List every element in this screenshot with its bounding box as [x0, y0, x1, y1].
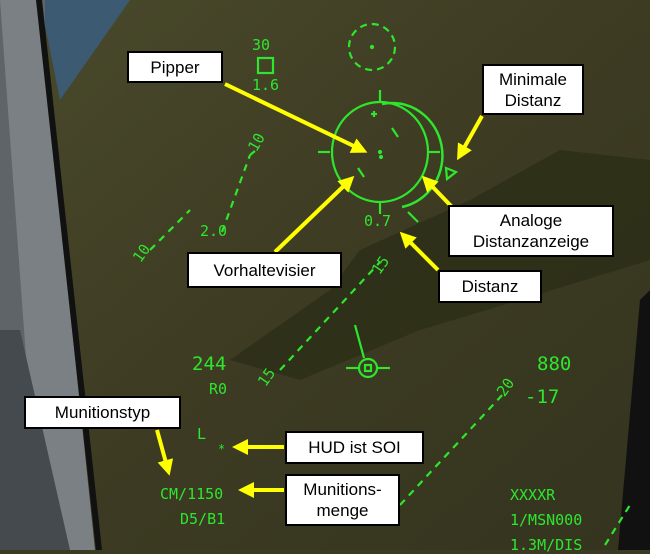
annotation-lead-sight: Vorhaltevisier [187, 252, 342, 288]
pipper-arrow [224, 82, 368, 153]
weapon-sub-readout: D5/B1 [180, 510, 226, 528]
analog-distance-marker [407, 211, 419, 223]
pitch-ladder-10-right [220, 150, 256, 233]
pitch-ladder-10-left [149, 209, 191, 251]
bank-value: 30 [252, 36, 271, 54]
lead-sight-arrow [273, 175, 355, 254]
canopy-frame-right [618, 290, 650, 550]
ladder-mid-value: 2.0 [200, 222, 228, 240]
vertical-value: -17 [525, 386, 560, 408]
weapon-readout: CM/1150 [160, 485, 224, 503]
distance-arrow [399, 231, 440, 272]
water-area [40, 0, 130, 100]
analog-distance-arrow [421, 175, 454, 209]
airspeed-sub: R0 [209, 380, 228, 398]
annotation-min-distance: Minimale Distanz [482, 64, 584, 115]
altitude-readout: 880 [537, 353, 572, 375]
steerpoint-line-2: 1/MSN000 [510, 511, 583, 529]
target-designator-circle [347, 22, 397, 72]
pitch-ladder-25 [604, 504, 631, 546]
analog-distance-arc [381, 101, 444, 209]
annotation-weapon-amount: Munitions-menge [285, 474, 400, 526]
pitch-ladder-15 [279, 261, 381, 371]
soi-marker: * [218, 442, 226, 456]
annotation-hud-soi: HUD ist SOI [285, 431, 424, 464]
min-distance-triangle-icon [444, 166, 459, 182]
airspeed-readout: 244 [192, 353, 227, 375]
annotation-distance: Distanz [438, 270, 542, 303]
steerpoint-line-1: XXXXR [510, 486, 556, 504]
annotation-weapon-type: Munitionstyp [24, 396, 181, 429]
weapon-type-arrow [155, 429, 174, 476]
canopy-frame-lower [0, 330, 70, 550]
steerpoint-line-3: 1.3M/DIS [510, 536, 583, 554]
annotation-pipper: Pipper [127, 51, 223, 83]
bank-square-icon [256, 56, 275, 75]
pipper-dot [377, 149, 383, 155]
g-value: 1.6 [252, 76, 280, 94]
annotation-analog-distance: Analoge Distanzanzeige [448, 205, 614, 257]
distance-value: 0.7 [364, 212, 392, 230]
l-marker: L [197, 425, 207, 443]
min-distance-arrow [457, 115, 484, 161]
target-designator-dot [369, 44, 375, 50]
